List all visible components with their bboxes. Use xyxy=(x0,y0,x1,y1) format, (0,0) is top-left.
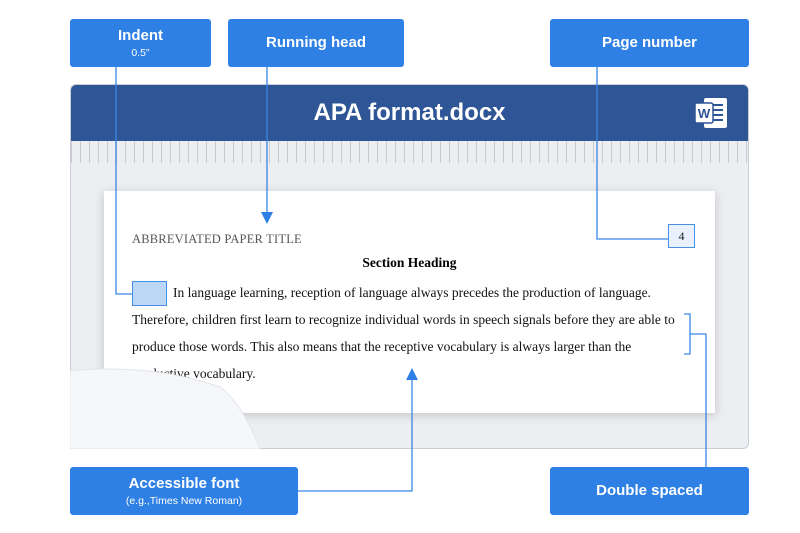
word-icon: W xyxy=(694,98,727,128)
accessible-font-callout-label: Accessible font xyxy=(128,474,240,492)
body-line-3: produce those words. This also means tha… xyxy=(132,339,632,354)
indent-marker xyxy=(132,281,167,306)
page-number-callout-label: Page number xyxy=(601,34,698,51)
indent-callout-label: Indent xyxy=(118,26,163,44)
running-head-text: ABBREVIATED PAPER TITLE xyxy=(132,232,302,246)
double-spaced-callout-label: Double spaced xyxy=(596,482,703,499)
body-line-2: Therefore, children first learn to recog… xyxy=(132,312,675,327)
section-heading: Section Heading xyxy=(362,255,457,270)
indent-callout: Indent 0.5" xyxy=(70,19,211,67)
page-number-callout: Page number xyxy=(550,19,749,67)
svg-text:W: W xyxy=(698,106,711,121)
accessible-font-callout: Accessible font (e.g.,Times New Roman) xyxy=(70,467,298,515)
double-spaced-callout: Double spaced xyxy=(550,467,749,515)
page-curl xyxy=(70,368,261,449)
ruler xyxy=(71,141,748,163)
page-number-box: 4 xyxy=(668,224,695,248)
window-title: APA format.docx xyxy=(313,99,506,126)
running-head-callout-label: Running head xyxy=(266,34,366,51)
body-line-1: In language learning, reception of langu… xyxy=(173,285,651,300)
indent-callout-value: 0.5" xyxy=(131,46,150,59)
running-head-callout: Running head xyxy=(228,19,404,67)
window-titlebar: APA format.docx W xyxy=(71,85,748,141)
accessible-font-callout-example: (e.g.,Times New Roman) xyxy=(125,494,243,507)
